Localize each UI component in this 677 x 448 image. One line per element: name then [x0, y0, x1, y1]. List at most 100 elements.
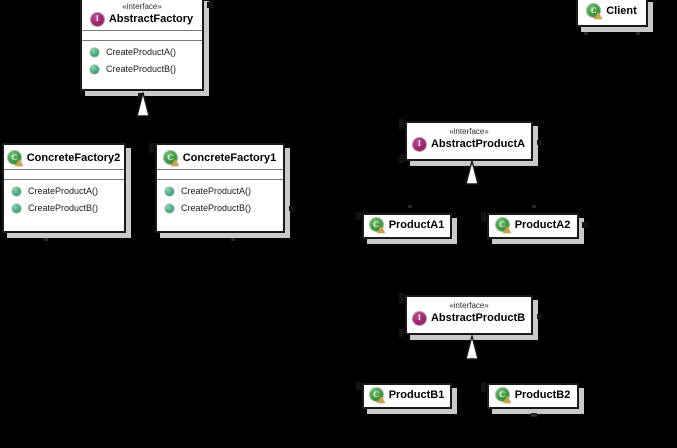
node-product-b1[interactable]: C ProductB1 [356, 382, 457, 414]
header-compartment: C ConcreteFactory2 [4, 145, 124, 169]
header-compartment: «interface» I AbstractProductA [407, 123, 531, 155]
stereotype-label: «interface» [122, 2, 162, 11]
operation-icon [90, 64, 99, 74]
title-row: I AbstractFactory [90, 12, 194, 26]
operation-label: CreateProductB() [106, 64, 177, 74]
class-icon: C [369, 218, 385, 233]
connection-tick [636, 32, 640, 35]
connection-tick [44, 238, 48, 241]
node-body[interactable]: C ProductA2 [487, 213, 579, 239]
class-name: AbstractFactory [108, 13, 194, 25]
connection-tick [231, 238, 235, 241]
class-icon: C [369, 388, 385, 403]
operation-label: CreateProductB() [181, 203, 252, 213]
generalization-arrow-product-b [461, 335, 483, 361]
selection-handle[interactable] [207, 2, 213, 8]
node-client[interactable]: C Client [576, 0, 653, 35]
class-name: ConcreteFactory1 [182, 152, 277, 164]
class-name: ConcreteFactory2 [26, 152, 121, 164]
operation-icon [12, 203, 21, 213]
operation-row: CreateProductA() [165, 186, 277, 196]
connection-tick [531, 413, 537, 417]
node-body[interactable]: «interface» I AbstractFactory CreateProd… [80, 0, 204, 91]
node-product-a2[interactable]: C ProductA2 [481, 205, 588, 244]
class-name: ProductB2 [514, 389, 571, 401]
operation-icon [165, 203, 174, 213]
selection-handle[interactable] [399, 329, 404, 337]
compartment-divider [82, 40, 202, 41]
selection-handle[interactable] [356, 212, 361, 220]
header-compartment: C Client [578, 0, 646, 23]
title-row: I AbstractProductB [412, 311, 526, 325]
selection-handle[interactable] [149, 143, 154, 153]
interface-icon: I [412, 137, 426, 151]
interface-icon: I [412, 311, 426, 325]
interface-icon: I [90, 12, 104, 26]
title-row: I AbstractProductA [412, 137, 526, 151]
attributes-compartment [82, 31, 202, 40]
operations-compartment: CreateProductA() CreateProductB() [4, 180, 124, 231]
class-name: AbstractProductA [430, 138, 526, 150]
selection-handle[interactable] [537, 314, 542, 319]
title-row: C ProductB1 [369, 388, 444, 403]
stereotype-label: «interface» [449, 127, 489, 136]
selection-handle[interactable] [481, 382, 486, 392]
operation-label: CreateProductB() [28, 203, 99, 213]
class-name: ProductA1 [388, 219, 445, 231]
generalization-arrow-factory [132, 92, 154, 118]
connection-tick [532, 205, 536, 208]
node-body[interactable]: C ProductB2 [487, 383, 579, 409]
node-body[interactable]: C ProductA1 [362, 213, 452, 239]
compartment-divider [157, 179, 283, 180]
node-abstract-product-a[interactable]: «interface» I AbstractProductA [399, 119, 542, 166]
selection-handle[interactable] [356, 382, 361, 390]
header-compartment: «interface» I AbstractFactory [82, 0, 202, 30]
header-compartment: C ProductA2 [489, 215, 577, 235]
node-body[interactable]: C ConcreteFactory2 CreateProductA() Crea… [2, 143, 126, 233]
class-name: ProductA2 [514, 219, 571, 231]
node-body[interactable]: C Client [576, 0, 648, 27]
node-body[interactable]: C ConcreteFactory1 CreateProductA() Crea… [155, 143, 285, 233]
compartment-divider [4, 179, 124, 180]
class-name: AbstractProductB [430, 312, 526, 324]
selection-handle[interactable] [582, 222, 588, 228]
selection-handle[interactable] [537, 140, 542, 145]
stereotype-label: «interface» [449, 301, 489, 310]
connection-tick [584, 32, 588, 35]
node-body[interactable]: «interface» I AbstractProductA [405, 121, 533, 161]
compartment-divider [4, 169, 124, 170]
title-row: C ConcreteFactory2 [7, 151, 120, 166]
operation-icon [165, 186, 174, 196]
node-body[interactable]: C ProductB1 [362, 383, 452, 409]
header-compartment: C ProductA1 [364, 215, 450, 235]
node-product-b2[interactable]: C ProductB2 [481, 382, 584, 417]
selection-handle[interactable] [289, 206, 294, 211]
node-abstract-product-b[interactable]: «interface» I AbstractProductB [399, 293, 542, 340]
selection-handle[interactable] [399, 293, 404, 303]
generalization-arrow-product-a [461, 160, 483, 186]
node-concrete-factory2[interactable]: C ConcreteFactory2 CreateProductA() Crea… [2, 143, 131, 241]
node-body[interactable]: «interface» I AbstractProductB [405, 295, 533, 335]
class-icon: C [587, 4, 603, 19]
selection-handle[interactable] [399, 155, 404, 163]
title-row: C ConcreteFactory1 [163, 151, 277, 166]
title-row: C ProductA1 [369, 218, 445, 233]
operation-icon [90, 47, 99, 57]
operation-row: CreateProductA() [12, 186, 118, 196]
compartment-divider [157, 169, 283, 170]
selection-handle[interactable] [399, 119, 404, 129]
node-abstract-factory[interactable]: «interface» I AbstractFactory CreateProd… [80, 0, 213, 99]
attributes-compartment [157, 170, 283, 179]
header-compartment: C ProductB2 [489, 385, 577, 405]
operation-label: CreateProductA() [106, 47, 177, 57]
class-name: Client [606, 5, 637, 17]
class-icon: C [7, 151, 23, 166]
selection-handle[interactable] [138, 93, 144, 99]
selection-handle[interactable] [481, 212, 486, 222]
operation-row: CreateProductB() [165, 203, 277, 213]
node-product-a1[interactable]: C ProductA1 [356, 205, 457, 244]
node-concrete-factory1[interactable]: C ConcreteFactory1 CreateProductA() Crea… [149, 143, 294, 241]
operations-compartment: CreateProductA() CreateProductB() [82, 41, 202, 89]
class-icon: C [163, 151, 179, 166]
